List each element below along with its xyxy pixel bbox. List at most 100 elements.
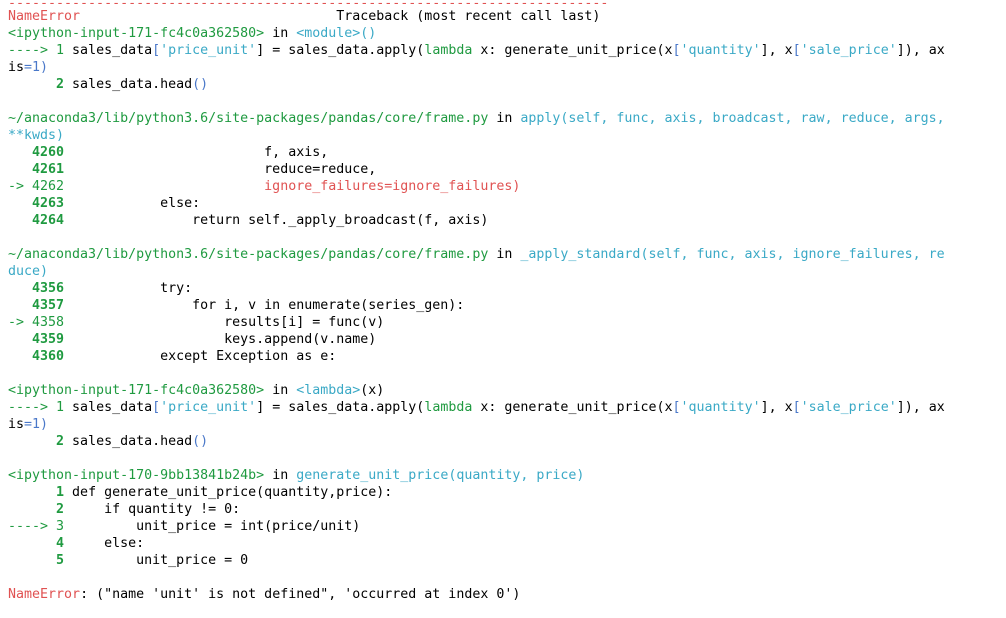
frame-2-line: 4260 f, axis, — [8, 144, 1006, 161]
frame-3-func-wrap: duce) — [8, 264, 49, 279]
code-text: def generate_unit_price(quantity,price): — [64, 485, 393, 500]
code-token: x: generate_unit_price(x — [472, 43, 673, 58]
code-text: except Exception as e: — [64, 349, 337, 364]
code-token: 'sale_price' — [800, 400, 897, 415]
frame-1-in: in — [264, 26, 297, 41]
frame-5-in: in — [264, 468, 297, 483]
frame-2-line: 4261 reduce=reduce, — [8, 161, 1006, 178]
separator-line: ----------------------------------------… — [8, 0, 609, 8]
code-token: is — [8, 60, 25, 75]
code-text: f, axis, — [64, 145, 329, 160]
frame-5-func: generate_unit_price(quantity, price) — [296, 468, 585, 483]
code-token: sales_data.head — [64, 77, 193, 92]
code-text: else: — [64, 536, 145, 551]
code-token: sales_data — [64, 400, 153, 415]
code-token: 'price_unit' — [160, 400, 257, 415]
current-line-arrow: ----> 3 — [8, 519, 65, 534]
code-token: 'quantity' — [680, 400, 761, 415]
current-line-arrow: ----> 1 — [8, 43, 65, 58]
code-token: [ — [152, 43, 161, 58]
frame-4-header: <ipython-input-171-fc4c0a362580> in <lam… — [8, 382, 1006, 399]
frame-2-in: in — [488, 111, 521, 126]
frame-3-func: _apply_standard(self, func, axis, ignore… — [520, 247, 945, 262]
header-gap — [80, 9, 336, 24]
frame-2-header: ~/anaconda3/lib/python3.6/site-packages/… — [8, 110, 1006, 127]
frame-1-header: <ipython-input-171-fc4c0a362580> in <mod… — [8, 25, 1006, 42]
error-name: NameError — [8, 9, 81, 24]
blank-line — [8, 93, 1006, 110]
blank-line — [8, 569, 1006, 586]
frame-2-line: 4263 else: — [8, 195, 1006, 212]
line-number: 4263 — [8, 196, 65, 211]
line-number: 4 — [8, 536, 65, 551]
code-token: [ — [672, 400, 681, 415]
current-line-arrow: ----> 1 — [8, 400, 65, 415]
traceback-label: Traceback (most recent call last) — [336, 9, 601, 24]
code-token: =1) — [24, 417, 49, 432]
line-number: 4261 — [8, 162, 65, 177]
frame-5-line: 2 if quantity != 0: — [8, 501, 1006, 518]
code-token: [ — [672, 43, 681, 58]
frame-4-line-2: 2 sales_data.head() — [8, 433, 1006, 450]
code-token: 'price_unit' — [160, 43, 257, 58]
frame-3-line-current: -> 4358 results[i] = func(v) — [8, 314, 1006, 331]
error-message-line: NameError: ("name 'unit' is not defined"… — [8, 586, 1006, 603]
frame-3-line: 4356 try: — [8, 280, 1006, 297]
frame-4-source: <ipython-input-171-fc4c0a362580> — [8, 383, 265, 398]
code-token: lambda — [424, 43, 473, 58]
frame-1-func: <module>() — [296, 26, 377, 41]
frame-5-line: 1 def generate_unit_price(quantity,price… — [8, 484, 1006, 501]
blank-line — [8, 450, 1006, 467]
frame-4-line-1: ----> 1 sales_data [ 'price_unit'] = sales… — [8, 399, 1006, 416]
code-token: 'quantity' — [680, 43, 761, 58]
final-error-message: : ("name 'unit' is not defined", 'occurr… — [80, 587, 521, 602]
frame-3-line: 4360 except Exception as e: — [8, 348, 1006, 365]
frame-1-source: <ipython-input-171-fc4c0a362580> — [8, 26, 265, 41]
code-token: () — [192, 434, 209, 449]
code-token: is — [8, 417, 25, 432]
blank-line — [8, 229, 1006, 246]
frame-5-line: 5 unit_price = 0 — [8, 552, 1006, 569]
frame-4-line-1-wrap: is=1) — [8, 416, 1006, 433]
frame-4-args: (x) — [360, 383, 385, 398]
line-number: 4357 — [8, 298, 65, 313]
line-number: 4260 — [8, 145, 65, 160]
blank-line — [8, 365, 1006, 382]
code-token: ] = sales_data.apply( — [256, 400, 425, 415]
frame-3-line: 4359 keys.append(v.name) — [8, 331, 1006, 348]
traceback-header: NameError Traceback (most recent call la… — [8, 8, 1006, 25]
code-token: () — [192, 77, 209, 92]
code-token: ], x — [760, 400, 793, 415]
code-text: for i, v in enumerate(series_gen): — [64, 298, 465, 313]
code-text: reduce=reduce, — [64, 162, 377, 177]
code-token: 'sale_price' — [800, 43, 897, 58]
code-text: if quantity != 0: — [64, 502, 241, 517]
line-number: 4359 — [8, 332, 65, 347]
frame-2-source: ~/anaconda3/lib/python3.6/site-packages/… — [8, 111, 489, 126]
code-token: ] = sales_data.apply( — [256, 43, 425, 58]
frame-1-line-1-wrap: is=1) — [8, 59, 1006, 76]
code-text: try: — [64, 281, 193, 296]
frame-2-func: apply(self, func, axis, broadcast, raw, … — [520, 111, 945, 126]
code-token: lambda — [424, 400, 473, 415]
code-token: x: generate_unit_price(x — [472, 400, 673, 415]
code-text: return self._apply_broadcast(f, axis) — [64, 213, 489, 228]
frame-4-in: in — [264, 383, 297, 398]
code-token: ]), ax — [896, 400, 945, 415]
code-token: sales_data — [64, 43, 153, 58]
frame-3-in: in — [488, 247, 521, 262]
code-token: sales_data.head — [64, 434, 193, 449]
frame-5-header: <ipython-input-170-9bb13841b24b> in gene… — [8, 467, 1006, 484]
line-number: 4356 — [8, 281, 65, 296]
frame-2-line: 4264 return self._apply_broadcast(f, axi… — [8, 212, 1006, 229]
code-token: ], x — [760, 43, 793, 58]
frame-1-line-2: 2 sales_data.head() — [8, 76, 1006, 93]
frame-1-line-1: ----> 1 sales_data['price_unit'] = sales… — [8, 42, 1006, 59]
code-token: =1) — [24, 60, 49, 75]
frame-3-header-wrap: duce) — [8, 263, 1006, 280]
line-number: 5 — [8, 553, 65, 568]
frame-5-line: 4 else: — [8, 535, 1006, 552]
final-error-name: NameError — [8, 587, 81, 602]
code-text: else: — [64, 196, 201, 211]
